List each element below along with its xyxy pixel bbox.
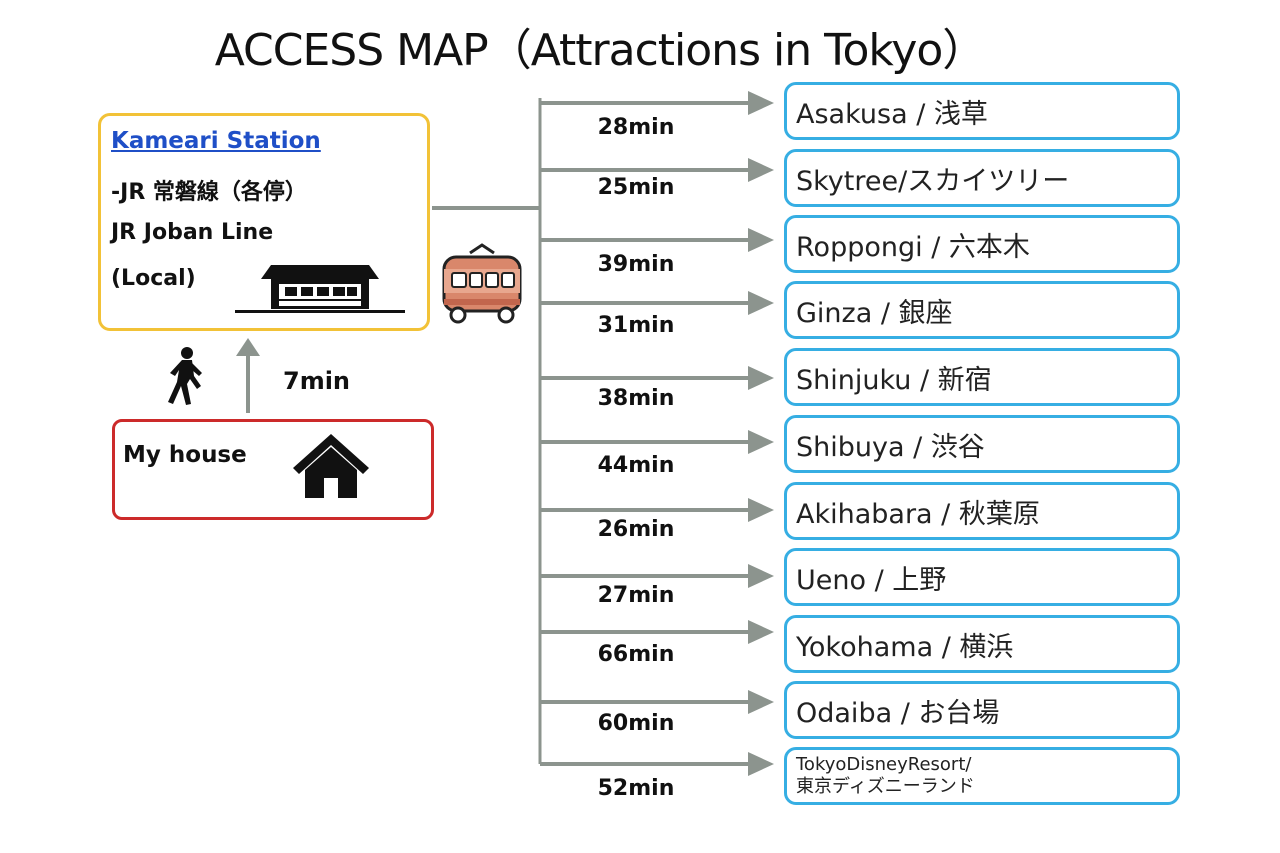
station-line-en: JR Joban Line bbox=[111, 220, 274, 245]
destination-label: Roppongi / 六本木 bbox=[796, 231, 1030, 263]
branch-arrowhead bbox=[748, 564, 774, 588]
branch-arrowhead bbox=[748, 620, 774, 644]
destination-box: Ueno / 上野 bbox=[784, 548, 1180, 606]
walking-person-icon bbox=[168, 347, 202, 405]
branch-arrowhead bbox=[748, 752, 774, 776]
travel-time: 26min bbox=[597, 517, 675, 542]
branch-arrowhead bbox=[748, 291, 774, 315]
branch-arrowhead bbox=[748, 228, 774, 252]
station-link[interactable]: Kameari Station bbox=[111, 128, 321, 154]
station-box: Kameari Station -JR 常磐線（各停） JR Joban Lin… bbox=[98, 113, 430, 331]
branch-arrowhead bbox=[748, 158, 774, 182]
branch-arrowhead bbox=[748, 690, 774, 714]
destination-box: Roppongi / 六本木 bbox=[784, 215, 1180, 273]
destination-label: Odaiba / お台場 bbox=[796, 697, 1000, 729]
destination-box: Odaiba / お台場 bbox=[784, 681, 1180, 739]
destination-label: Skytree/スカイツリー bbox=[796, 165, 1070, 197]
destination-box: Akihabara / 秋葉原 bbox=[784, 482, 1180, 540]
page-title: ACCESS MAP（Attractions in Tokyo） bbox=[214, 25, 987, 76]
station-service: (Local) bbox=[111, 266, 196, 291]
station-line-jp: -JR 常磐線（各停） bbox=[111, 180, 307, 205]
walk-time: 7min bbox=[283, 367, 351, 395]
travel-time: 66min bbox=[597, 642, 675, 667]
travel-time: 28min bbox=[597, 115, 675, 140]
destination-box: Shibuya / 渋谷 bbox=[784, 415, 1180, 473]
travel-time: 27min bbox=[597, 583, 675, 608]
destination-box: Skytree/スカイツリー bbox=[784, 149, 1180, 207]
travel-time: 39min bbox=[597, 252, 675, 277]
destination-label: Akihabara / 秋葉原 bbox=[796, 498, 1040, 530]
travel-time: 38min bbox=[597, 386, 675, 411]
train-icon bbox=[442, 243, 522, 324]
destination-box: Shinjuku / 新宿 bbox=[784, 348, 1180, 406]
destination-label: Asakusa / 浅草 bbox=[796, 98, 988, 130]
destination-label: Ueno / 上野 bbox=[796, 564, 947, 596]
walk-arrowhead bbox=[236, 338, 260, 356]
house-label: My house bbox=[123, 442, 247, 468]
branch-arrowhead bbox=[748, 91, 774, 115]
branch-arrowhead bbox=[748, 430, 774, 454]
travel-time: 44min bbox=[597, 453, 675, 478]
house-box: My house bbox=[112, 419, 434, 520]
destination-box: TokyoDisneyResort/ 東京ディズニーランド bbox=[784, 747, 1180, 805]
destination-label: Shinjuku / 新宿 bbox=[796, 364, 992, 396]
destination-box: Asakusa / 浅草 bbox=[784, 82, 1180, 140]
travel-time: 52min bbox=[597, 776, 675, 801]
branch-arrows bbox=[540, 91, 774, 776]
travel-time: 60min bbox=[597, 711, 675, 736]
destination-box: Ginza / 銀座 bbox=[784, 281, 1180, 339]
destination-box: Yokohama / 横浜 bbox=[784, 615, 1180, 673]
destination-label: Ginza / 銀座 bbox=[796, 297, 953, 329]
branch-arrowhead bbox=[748, 366, 774, 390]
travel-time: 25min bbox=[597, 175, 675, 200]
destination-label: Shibuya / 渋谷 bbox=[796, 431, 985, 463]
house-icon bbox=[293, 434, 369, 498]
travel-time: 31min bbox=[597, 313, 675, 338]
station-building-icon bbox=[235, 265, 405, 313]
branch-arrowhead bbox=[748, 498, 774, 522]
destination-label: Yokohama / 横浜 bbox=[796, 631, 1014, 663]
destination-label: TokyoDisneyResort/ 東京ディズニーランド bbox=[796, 754, 975, 797]
